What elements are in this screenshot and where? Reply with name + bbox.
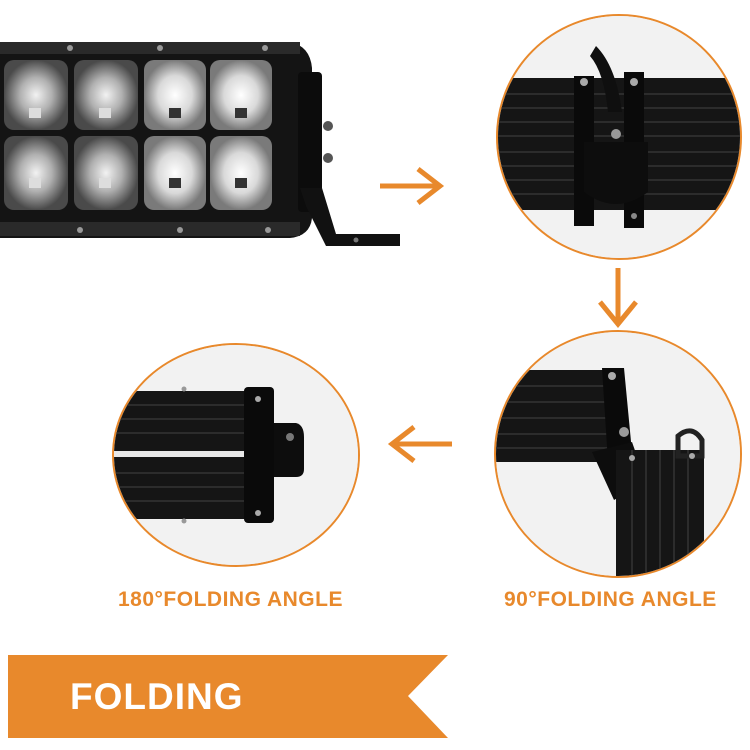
- label-180-folding-angle: 180°FOLDING ANGLE: [118, 588, 343, 611]
- fold-180-image: [114, 345, 358, 565]
- arrow-left-icon: [387, 425, 452, 463]
- arrow-right-icon: [380, 167, 445, 205]
- folding-banner: [8, 655, 448, 738]
- fold-180-circle: [112, 343, 360, 567]
- bracket-closeup-circle: [496, 14, 742, 260]
- label-90-folding-angle: 90°FOLDING ANGLE: [504, 588, 717, 611]
- fold-90-image: [496, 332, 740, 576]
- arrow-down-icon: [598, 268, 638, 328]
- bracket-closeup-image: [498, 16, 740, 258]
- led-light-bar-photo: [0, 42, 400, 246]
- banner-title: FOLDING: [70, 676, 244, 717]
- fold-90-circle: [494, 330, 742, 578]
